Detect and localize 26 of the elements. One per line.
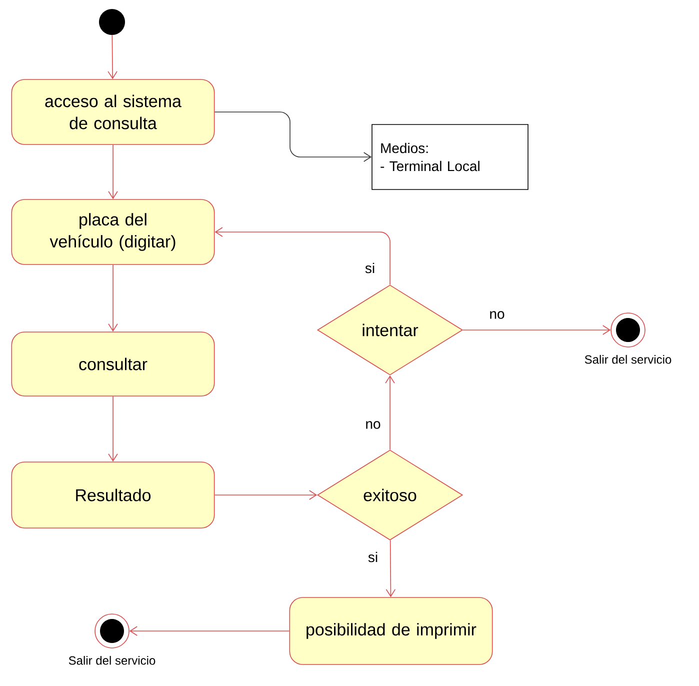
- arrow: [108, 144, 118, 200]
- arrow: [386, 540, 396, 598]
- end-node: [94, 614, 130, 648]
- arrow: [108, 396, 118, 462]
- start-node: [99, 9, 125, 35]
- arrow: [462, 325, 611, 335]
- node-caption: Salir del servicio: [584, 354, 672, 364]
- edge-label: si: [364, 262, 376, 274]
- edge-label: no: [488, 310, 506, 320]
- activity-box: posibilidad de imprimir: [289, 597, 493, 665]
- arrow: [214, 227, 390, 285]
- arrow: [214, 490, 318, 500]
- activity-box: Resultado: [11, 462, 215, 528]
- end-node: [610, 312, 646, 348]
- arrow: [108, 34, 118, 80]
- edge-label: no: [364, 420, 382, 430]
- arrow: [129, 626, 290, 636]
- activity-box: acceso al sistema de consulta: [11, 79, 215, 145]
- arrow: [214, 112, 372, 162]
- arrow: [108, 264, 118, 332]
- activity-box: consultar: [11, 332, 215, 396]
- note-box: Medios: - Terminal Local: [372, 124, 528, 190]
- edge-label: si: [366, 550, 380, 564]
- activity-box: placa del vehículo (digitar): [11, 199, 215, 265]
- arrow: [385, 375, 395, 450]
- node-caption: Salir del servicio: [68, 656, 156, 665]
